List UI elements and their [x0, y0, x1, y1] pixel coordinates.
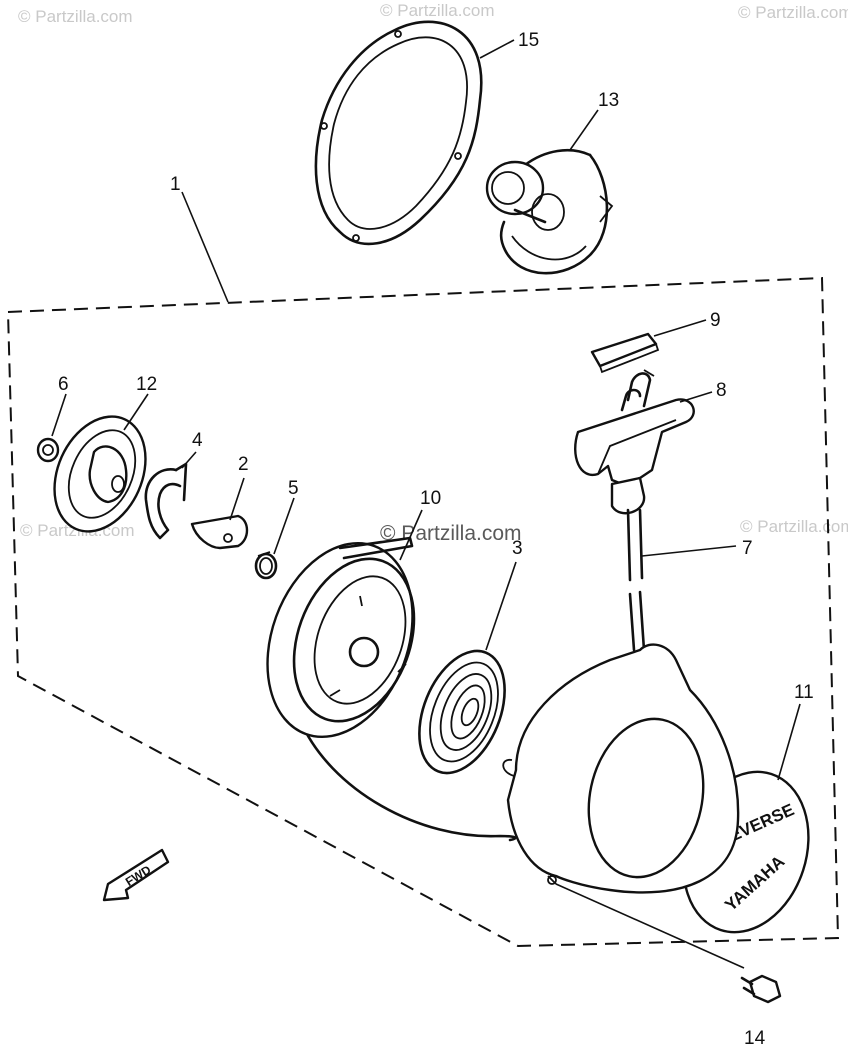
- callout-14: 14: [744, 1028, 766, 1048]
- watermark-top-left: © Partzilla.com: [18, 7, 133, 26]
- rope-loop: [298, 718, 517, 842]
- part-13-drive-plate: [485, 148, 614, 275]
- callout-10: 10: [420, 488, 441, 509]
- part-14-bolt: [740, 974, 782, 1004]
- callout-8: 8: [716, 380, 727, 401]
- callout-11: 11: [794, 682, 814, 703]
- callout-2: 2: [238, 454, 249, 475]
- part-9-grip-cap: [590, 332, 660, 374]
- part-3-spiral-spring: [418, 649, 506, 775]
- part-8-starter-handle: [574, 369, 695, 515]
- callout-1: 1: [170, 174, 181, 195]
- part-12-plate: [53, 415, 147, 533]
- callout-7: 7: [742, 538, 753, 559]
- watermark-center: © Partzilla.com: [380, 522, 522, 545]
- callout-15: 15: [518, 30, 539, 51]
- starter-case: [502, 643, 740, 894]
- callout-9: 9: [710, 310, 721, 331]
- callout-4: 4: [192, 430, 203, 451]
- part-5-pawl-spring: [254, 551, 278, 580]
- part-2-pawl: [190, 514, 249, 550]
- part-15-gasket: [314, 20, 483, 246]
- part-4-spring-clip: [144, 462, 188, 540]
- watermark-top-right: © Partzilla.com: [738, 3, 848, 22]
- callout-12: 12: [136, 374, 157, 395]
- fwd-arrow: FWD: [102, 848, 170, 902]
- part-6-nut: [36, 437, 60, 463]
- leader-lines: [51, 39, 801, 969]
- part-10-rope-reel: [266, 536, 416, 739]
- callout-13: 13: [598, 90, 619, 111]
- assembly-boundary: [7, 276, 840, 948]
- callout-3: 3: [512, 538, 523, 559]
- part-7-starter-rope: [626, 508, 646, 652]
- callout-5: 5: [288, 478, 299, 499]
- watermark-mid-right: © Partzilla.com: [740, 517, 848, 536]
- callout-6: 6: [58, 374, 69, 395]
- watermark-top-center: © Partzilla.com: [380, 1, 495, 20]
